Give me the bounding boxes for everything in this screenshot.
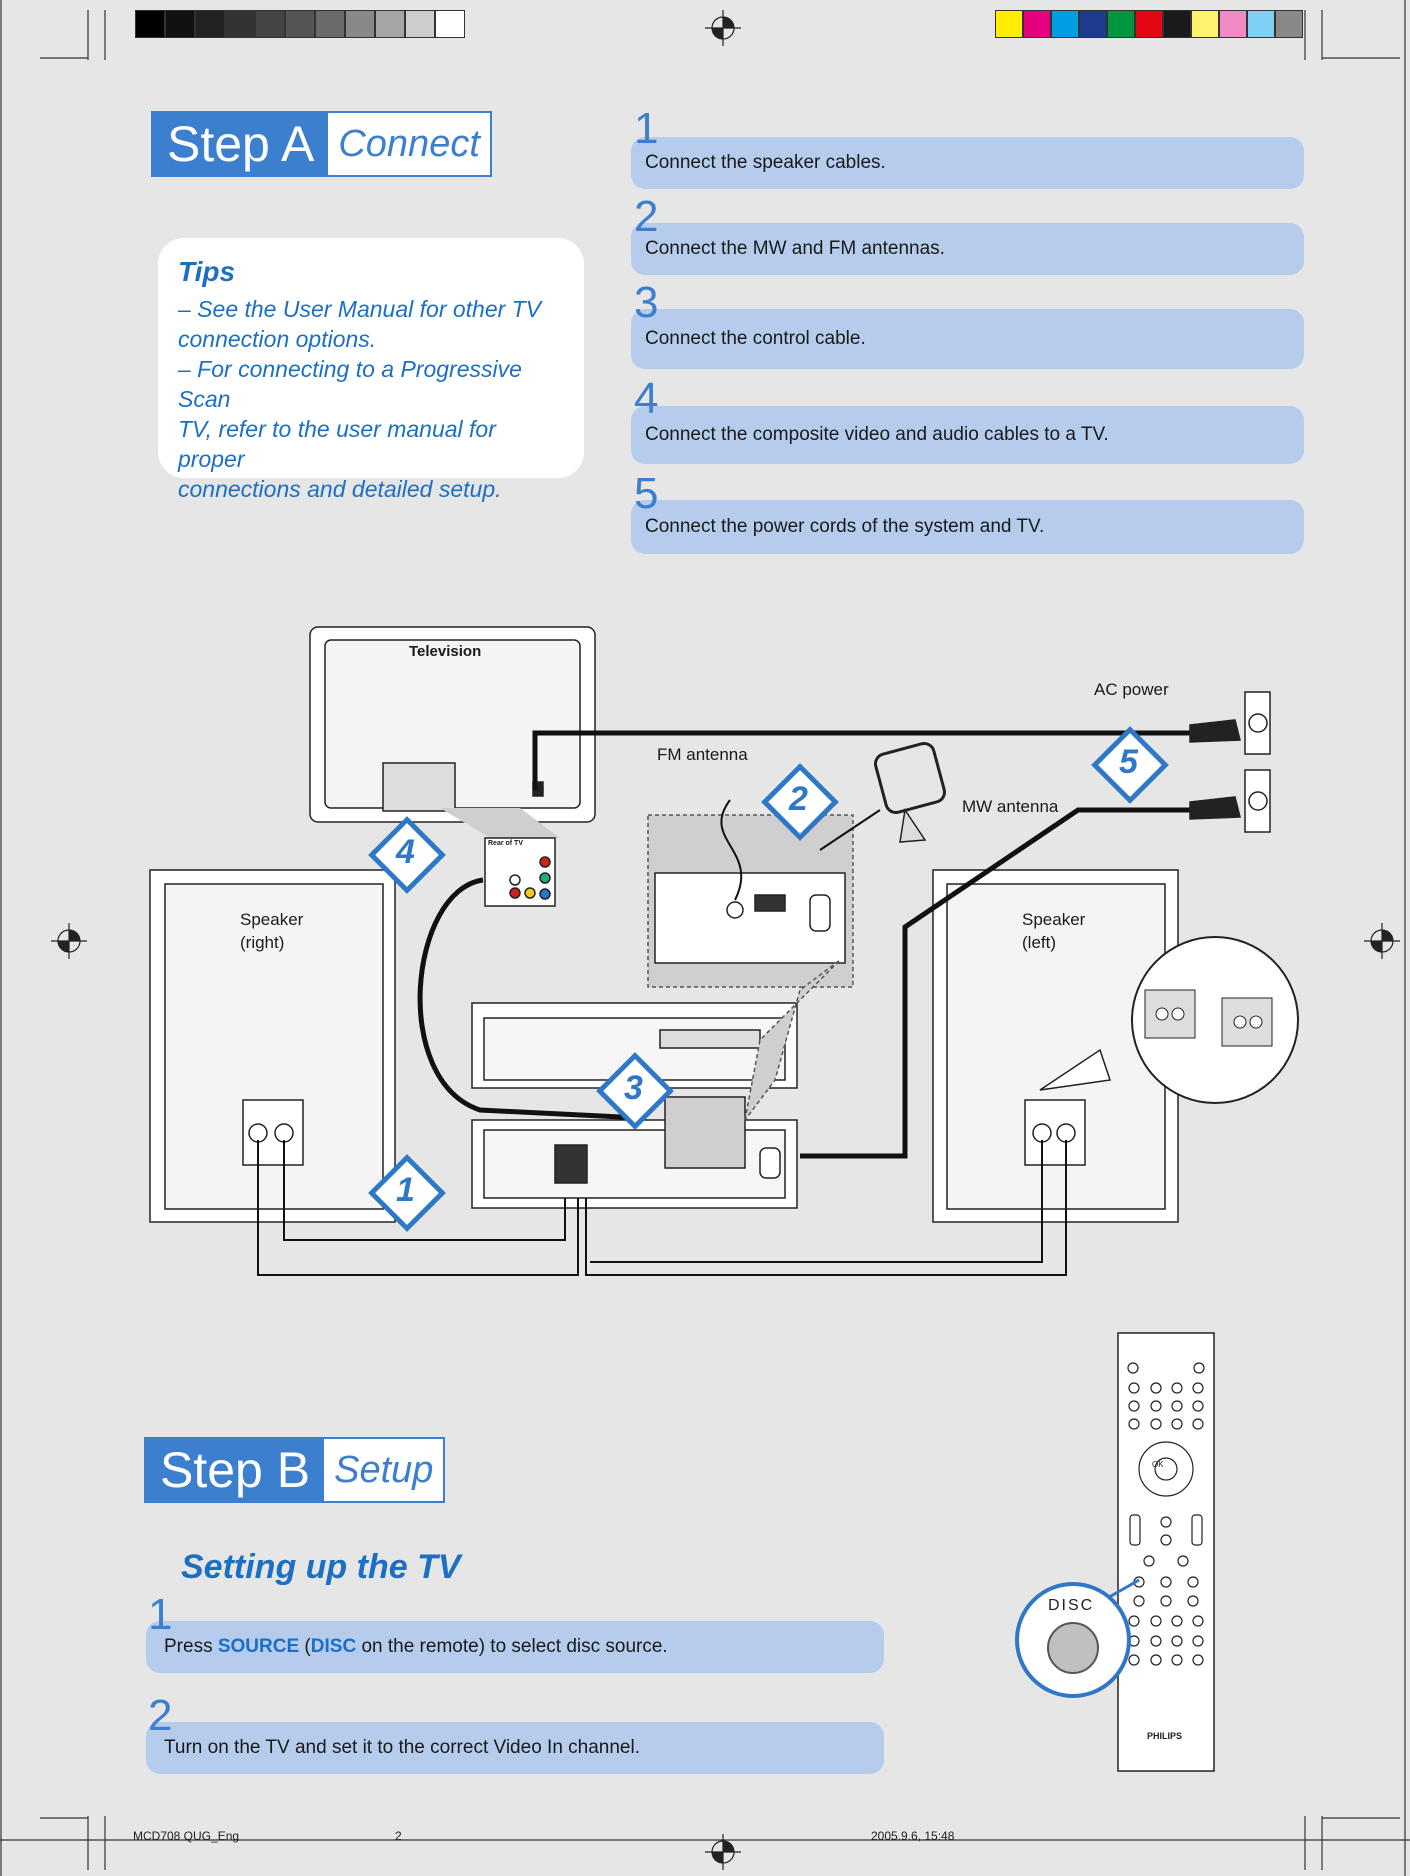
tips-box: Tips – See the User Manual for other TV … xyxy=(158,238,584,502)
setup-step-1-mid: ( xyxy=(299,1636,311,1657)
setup-step-1-pre: Press xyxy=(164,1636,218,1657)
tips-line: connections and detailed setup. xyxy=(178,476,502,502)
tips-line: connection options. xyxy=(178,326,377,352)
tips-line: – See the User Manual for other TV xyxy=(178,296,542,322)
tips-line: TV, refer to the user manual for proper xyxy=(178,416,496,472)
step-5-number: 5 xyxy=(634,469,659,518)
speaker-left-line: Speaker xyxy=(1022,910,1086,929)
footer-date: 2005.9.6, 15:48 xyxy=(871,1829,955,1843)
speaker-right-line: (right) xyxy=(240,933,285,952)
speaker-right-line: Speaker xyxy=(240,910,304,929)
step-1-number: 1 xyxy=(634,104,659,153)
setup-step-1-text: Press SOURCE (DISC on the remote) to sel… xyxy=(164,1636,668,1658)
step-2-bar: Connect the MW and FM antennas. xyxy=(631,223,1304,275)
step-3-bar: Connect the control cable. xyxy=(631,309,1304,369)
marker-5: 5 xyxy=(1119,743,1138,781)
step-2-text: Connect the MW and FM antennas. xyxy=(645,238,945,259)
marker-4: 4 xyxy=(396,833,415,871)
footer-page: 2 xyxy=(395,1829,402,1843)
setup-step-2-bar: Turn on the TV and set it to the correct… xyxy=(146,1722,884,1774)
setup-step-2-text: Turn on the TV and set it to the correct… xyxy=(164,1737,640,1758)
tips-line: – For connecting to a Progressive Scan xyxy=(178,356,522,412)
step-1-text: Connect the speaker cables. xyxy=(645,152,886,173)
step-1-bar: Connect the speaker cables. xyxy=(631,137,1304,189)
speaker-left-line: (left) xyxy=(1022,933,1056,952)
television-label: Television xyxy=(409,643,482,660)
step-4-text: Connect the composite video and audio ca… xyxy=(645,424,1109,445)
step-a-label: Step A xyxy=(153,113,329,175)
setup-step-1-post: on the remote) to select disc source. xyxy=(356,1636,668,1657)
disc-keyword: DISC xyxy=(310,1636,357,1657)
footer-file: MCD708 QUG_Eng xyxy=(133,1829,240,1843)
step-5-bar: Connect the power cords of the system an… xyxy=(631,500,1304,554)
source-keyword: SOURCE xyxy=(217,1636,300,1657)
setup-step-2-number: 2 xyxy=(148,1691,173,1740)
setup-step-1-bar: Press SOURCE (DISC on the remote) to sel… xyxy=(146,1621,884,1673)
step-3-text: Connect the control cable. xyxy=(645,328,866,349)
ok-button-label: OK xyxy=(1152,1460,1164,1469)
step-4-bar: Connect the composite video and audio ca… xyxy=(631,406,1304,464)
step-b-title: Setup xyxy=(334,1448,434,1491)
step-a-title: Connect xyxy=(338,122,480,165)
step-2-number: 2 xyxy=(634,192,659,241)
step-b-label: Step B xyxy=(146,1439,325,1501)
step-b-header: Step B Setup xyxy=(144,1437,446,1503)
setting-up-heading: Setting up the TV xyxy=(181,1548,461,1586)
speaker-right-label: Speaker (right) xyxy=(240,908,303,954)
marker-3: 3 xyxy=(624,1069,643,1107)
step-a-header: Step A Connect xyxy=(151,111,492,177)
mw-antenna-label: MW antenna xyxy=(962,797,1059,816)
rear-of-tv-label: Rear of TV xyxy=(488,840,524,847)
remote-brand: PHILIPS xyxy=(1147,1731,1183,1741)
tips-title: Tips xyxy=(178,256,236,287)
fm-antenna-label: FM antenna xyxy=(657,745,748,764)
ac-power-label: AC power xyxy=(1094,680,1169,699)
step-4-number: 4 xyxy=(634,374,659,423)
step-3-number: 3 xyxy=(634,278,659,327)
marker-1: 1 xyxy=(396,1171,415,1209)
marker-2: 2 xyxy=(789,780,808,818)
disc-button-label: DISC xyxy=(1048,1597,1095,1614)
step-5-text: Connect the power cords of the system an… xyxy=(645,516,1045,537)
setup-step-1-number: 1 xyxy=(148,1590,173,1639)
speaker-left-label: Speaker (left) xyxy=(1022,908,1085,954)
